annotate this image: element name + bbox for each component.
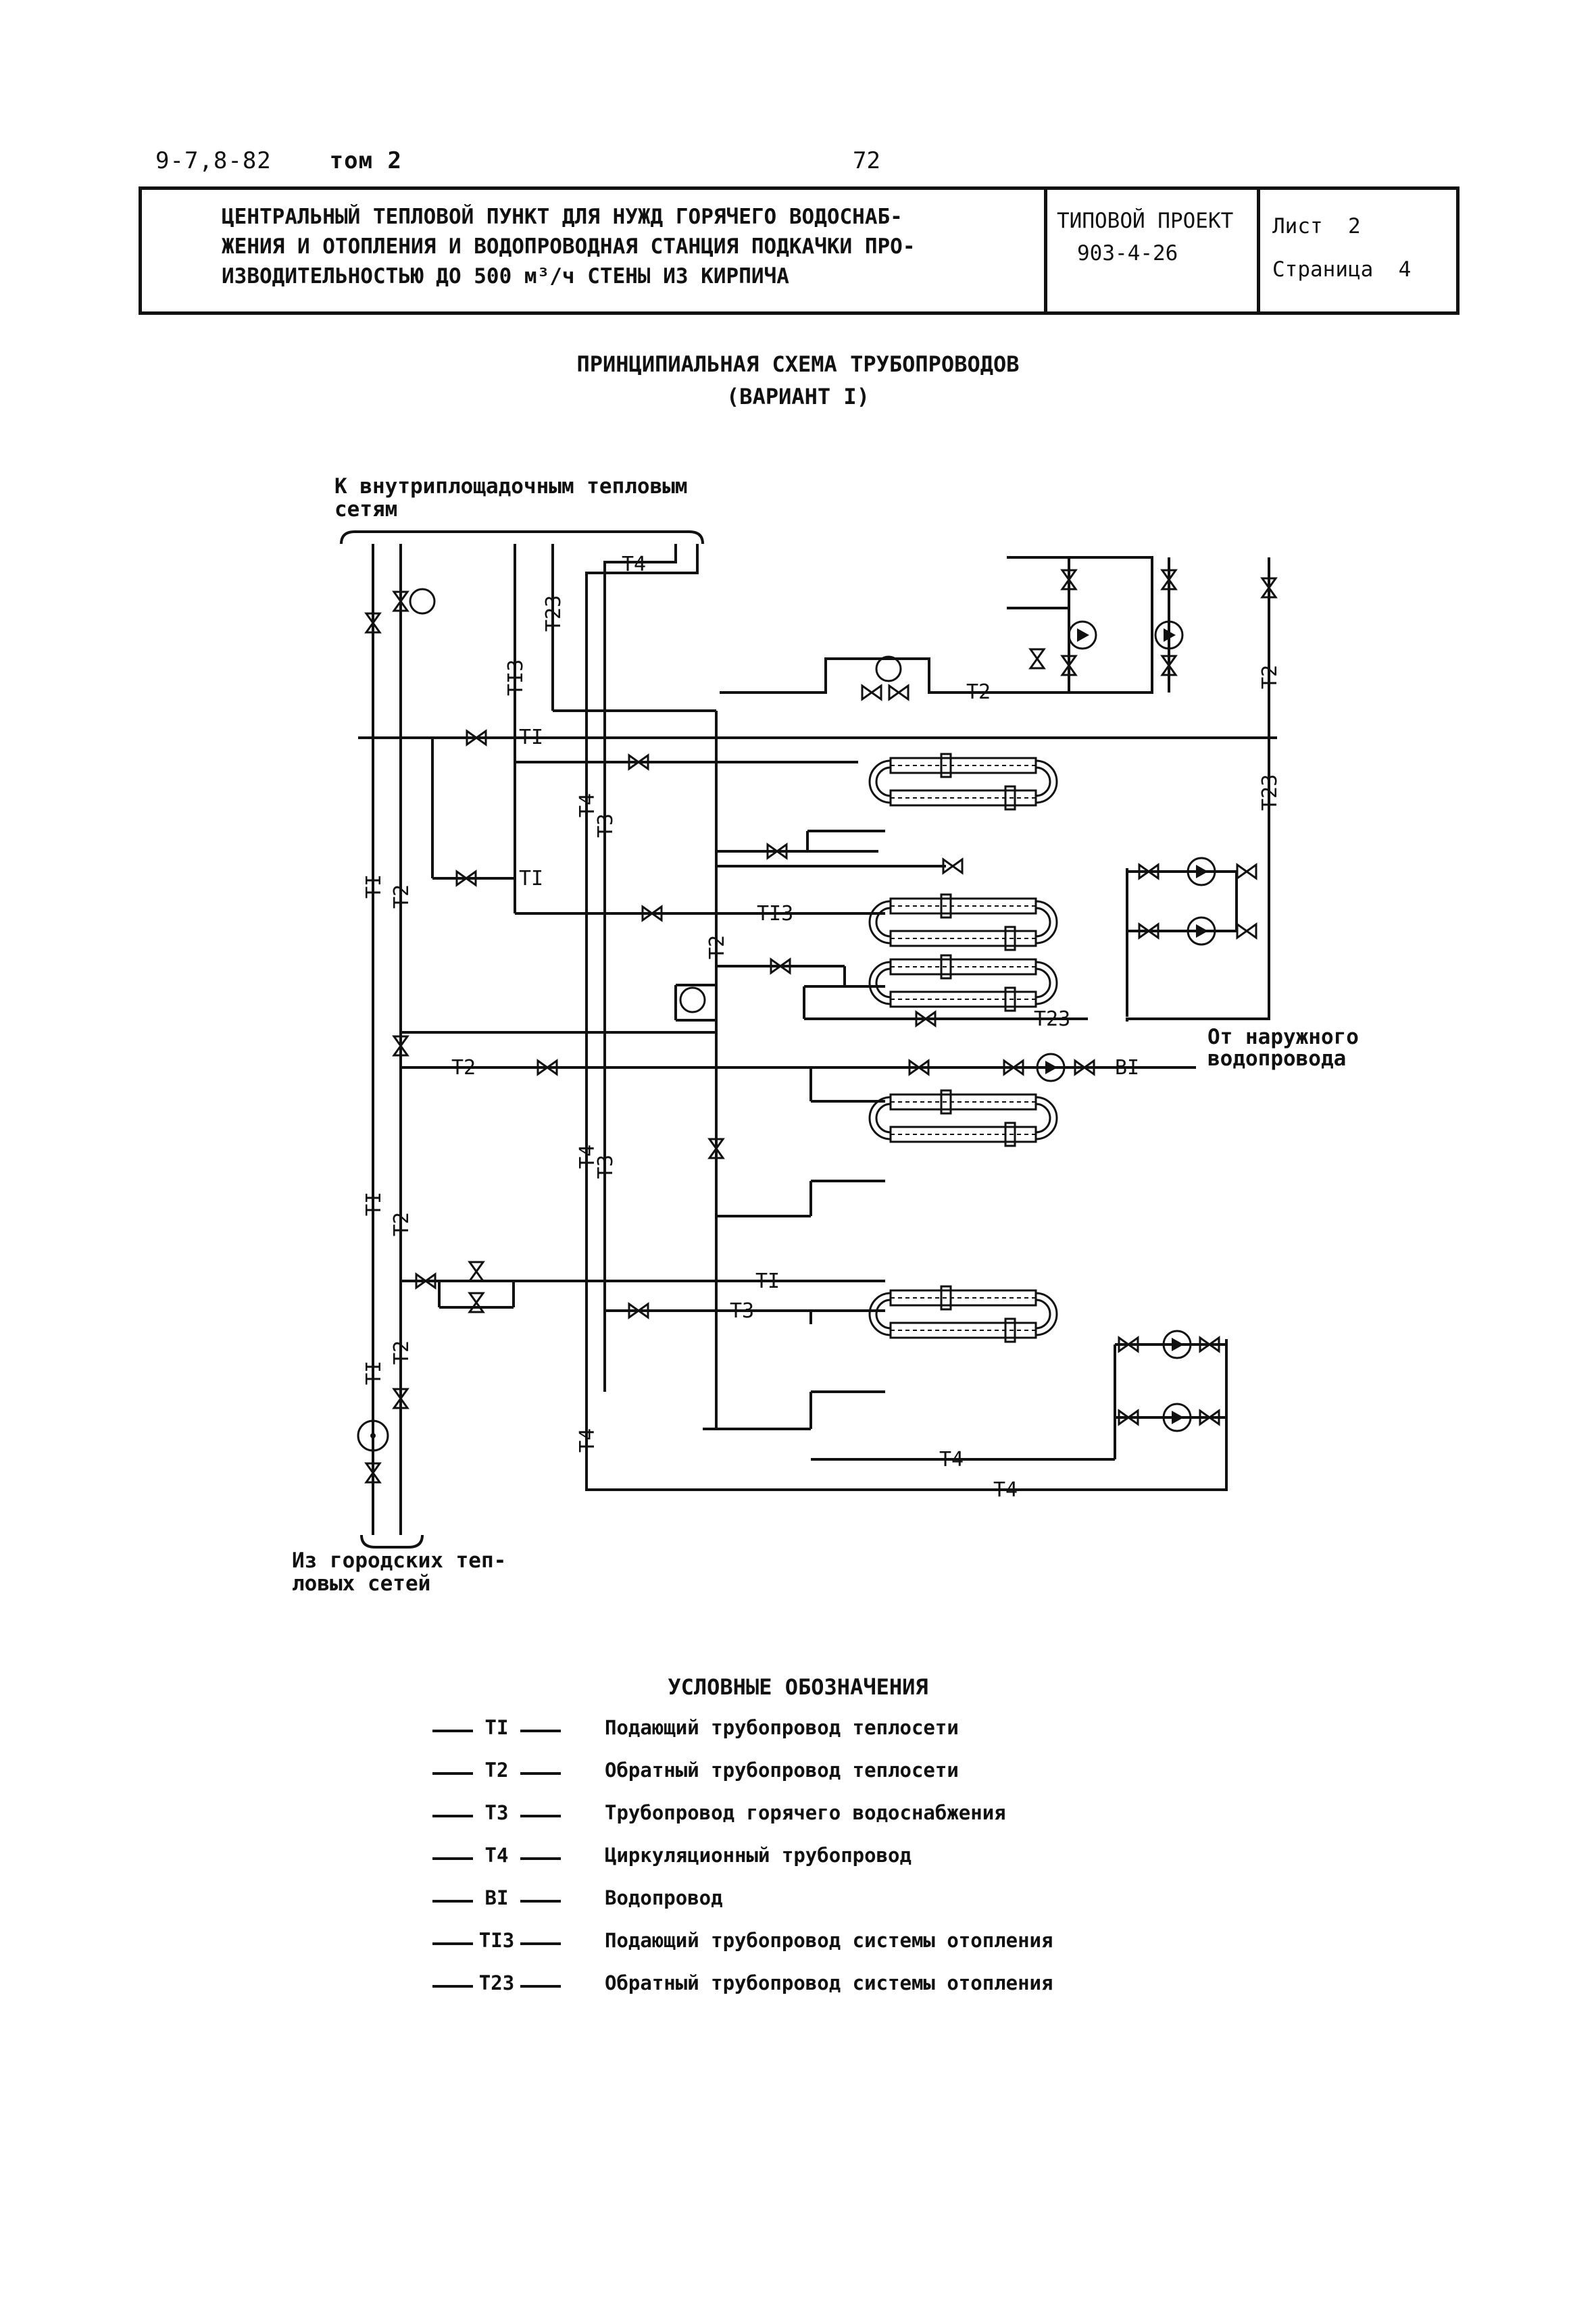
label-t1: TI: [362, 1192, 386, 1216]
label-t3: T3: [594, 813, 618, 838]
label-t23: T23: [1034, 1007, 1070, 1031]
label-t4: T4: [576, 1428, 599, 1453]
pipe-lines: [340, 530, 1277, 1549]
valve-icon: [1236, 863, 1257, 880]
legend-desc: Трубопровод горячего водоснабжения: [605, 1801, 1006, 1824]
legend-desc: Подающий трубопровод теплосети: [605, 1716, 959, 1739]
regulator-icon: [679, 986, 706, 1013]
label-t13: TI3: [504, 659, 528, 696]
legend-desc: Подающий трубопровод системы отопления: [605, 1929, 1053, 1952]
heat-exchanger: [868, 893, 1058, 951]
pump-icon: [1068, 620, 1097, 650]
legend-code: T4: [432, 1844, 561, 1867]
valve-icon: [1236, 923, 1257, 939]
label-t4: T4: [993, 1478, 1018, 1502]
valve-icon: [861, 684, 882, 701]
label-t23: T23: [1258, 774, 1282, 811]
label-t1: TI: [362, 1361, 386, 1385]
label-t3: T3: [730, 1299, 754, 1323]
valve-icon: [468, 1261, 484, 1282]
diagram-title: ПРИНЦИПИАЛЬНАЯ СХЕМА ТРУБОПРОВОДОВ: [576, 351, 1020, 377]
label-t23: T23: [542, 595, 566, 632]
label-t2: T2: [966, 680, 991, 704]
pumps: [357, 588, 1216, 1452]
t23-right-riser: [1126, 738, 1270, 1022]
legend-title: УСЛОВНЫЕ ОБОЗНАЧЕНИЯ: [668, 1674, 928, 1700]
bottom-bracket: [360, 1534, 424, 1549]
flow-meter-icon: [357, 1419, 389, 1452]
heat-exchanger: [868, 954, 1058, 1012]
note-bottom: ловых сетей: [292, 1571, 430, 1596]
top-bracket: [340, 530, 704, 545]
legend-code: BI: [432, 1886, 561, 1909]
legend-desc: Водопровод: [605, 1886, 723, 1909]
valve-icon: [1029, 648, 1045, 670]
note-right: водопровода: [1207, 1047, 1346, 1071]
legend-desc: Обратный трубопровод теплосети: [605, 1759, 959, 1782]
heat-exchanger: [868, 1285, 1058, 1343]
valve-icon: [942, 858, 964, 874]
label-t4: T4: [576, 793, 599, 818]
legend-desc: Циркуляционный трубопровод: [605, 1844, 912, 1867]
diagram-subtitle: (ВАРИАНТ I): [726, 384, 870, 409]
label-t1: TI: [755, 1269, 780, 1293]
label-t1: TI: [519, 726, 543, 749]
label-t1: TI: [519, 867, 543, 890]
pipe-labels: TI TI T2 T4 TI3 T23 T2 BI TI T3 T4 T4 TI…: [362, 553, 1282, 1502]
note-top: сетям: [334, 497, 397, 522]
legend-desc: Обратный трубопровод системы отопления: [605, 1971, 1053, 1994]
heat-exchangers: [868, 753, 1058, 1343]
t3-column: [603, 544, 677, 1392]
label-t1: TI: [362, 874, 386, 899]
heat-exchanger: [868, 1089, 1058, 1147]
t2-top-network: [720, 556, 1153, 694]
sheet-field: Лист 2: [1272, 214, 1361, 238]
legend-code: T23: [432, 1971, 561, 1994]
legend-code: TI3: [432, 1929, 561, 1952]
valve-icon: [888, 684, 909, 701]
label-t2: T2: [1258, 665, 1282, 689]
label-t2: T2: [451, 1056, 476, 1080]
project-number: 903-4-26: [1077, 241, 1178, 266]
page-field: Страница 4: [1272, 257, 1412, 282]
note-top: К внутриплощадочным тепловым: [334, 474, 688, 499]
title-line: ЖЕНИЯ И ОТОПЛЕНИЯ И ВОДОПРОВОДНАЯ СТАНЦИ…: [222, 234, 916, 259]
document-code: 9-7,8-82 том 2: [155, 147, 403, 174]
title-block-sheet: Лист 2 Страница 4: [1260, 190, 1456, 311]
title-line: ИЗВОДИТЕЛЬНОСТЬЮ ДО 500 м³/ч СТЕНЫ ИЗ КИ…: [222, 264, 789, 288]
regulator-icon: [875, 655, 902, 682]
legend-code: TI: [432, 1716, 561, 1739]
label-b1: BI: [1115, 1056, 1139, 1080]
label-t4: T4: [622, 553, 646, 576]
regulator-icon: [409, 588, 436, 615]
label-t13: TI3: [757, 902, 793, 926]
label-t4: T4: [939, 1448, 964, 1472]
project-label: ТИПОВОЙ ПРОЕКТ: [1057, 209, 1234, 233]
volume-label: том 2: [329, 147, 403, 174]
title-block-project: ТИПОВОЙ ПРОЕКТ 903-4-26: [1047, 190, 1260, 311]
title-line: ЦЕНТРАЛЬНЫЙ ТЕПЛОВОЙ ПУНКТ ДЛЯ НУЖД ГОРЯ…: [222, 205, 903, 229]
title-block: ЦЕНТРАЛЬНЫЙ ТЕПЛОВОЙ ПУНКТ ДЛЯ НУЖД ГОРЯ…: [139, 186, 1460, 315]
label-t2: T2: [390, 884, 414, 909]
note-bottom: Из городских теп-: [292, 1549, 506, 1573]
label-t2: T2: [390, 1340, 414, 1365]
label-t2: T2: [705, 935, 729, 959]
label-t3: T3: [594, 1155, 618, 1179]
page-number: 72: [853, 147, 880, 174]
label-t2: T2: [390, 1212, 414, 1236]
legend-code: T3: [432, 1801, 561, 1824]
valve-icon: [468, 1292, 484, 1313]
title-block-name: ЦЕНТРАЛЬНЫЙ ТЕПЛОВОЙ ПУНКТ ДЛЯ НУЖД ГОРЯ…: [142, 190, 1047, 311]
note-right: От наружного: [1207, 1025, 1359, 1049]
legend-code: T2: [432, 1759, 561, 1782]
heat-exchanger: [868, 753, 1058, 811]
label-t4: T4: [576, 1145, 599, 1169]
